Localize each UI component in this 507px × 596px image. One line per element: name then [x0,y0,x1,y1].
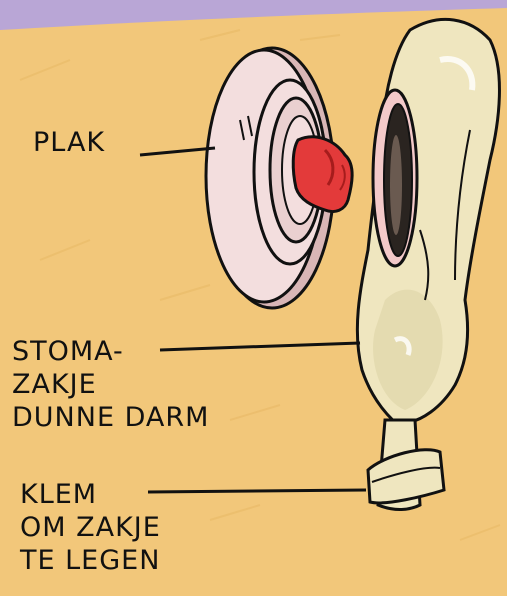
label-stomazakje-line-2: ZAKJE [12,368,209,401]
label-stomazakje: STOMA- ZAKJE DUNNE DARM [12,335,209,434]
klem-clamp [368,420,444,510]
label-klem-line-1: KLEM [20,478,161,511]
leader-line-plak [140,148,215,155]
label-stomazakje-line-3: DUNNE DARM [12,401,209,434]
label-klem-line-3: TE LEGEN [20,544,161,577]
label-stomazakje-line-1: STOMA- [12,335,209,368]
label-plak: PLAK [33,126,105,159]
leader-line-klem [148,490,366,492]
label-plak-text: PLAK [33,126,105,159]
label-klem-line-2: OM ZAKJE [20,511,161,544]
label-klem: KLEM OM ZAKJE TE LEGEN [20,478,161,577]
pouch-opening [373,90,417,266]
